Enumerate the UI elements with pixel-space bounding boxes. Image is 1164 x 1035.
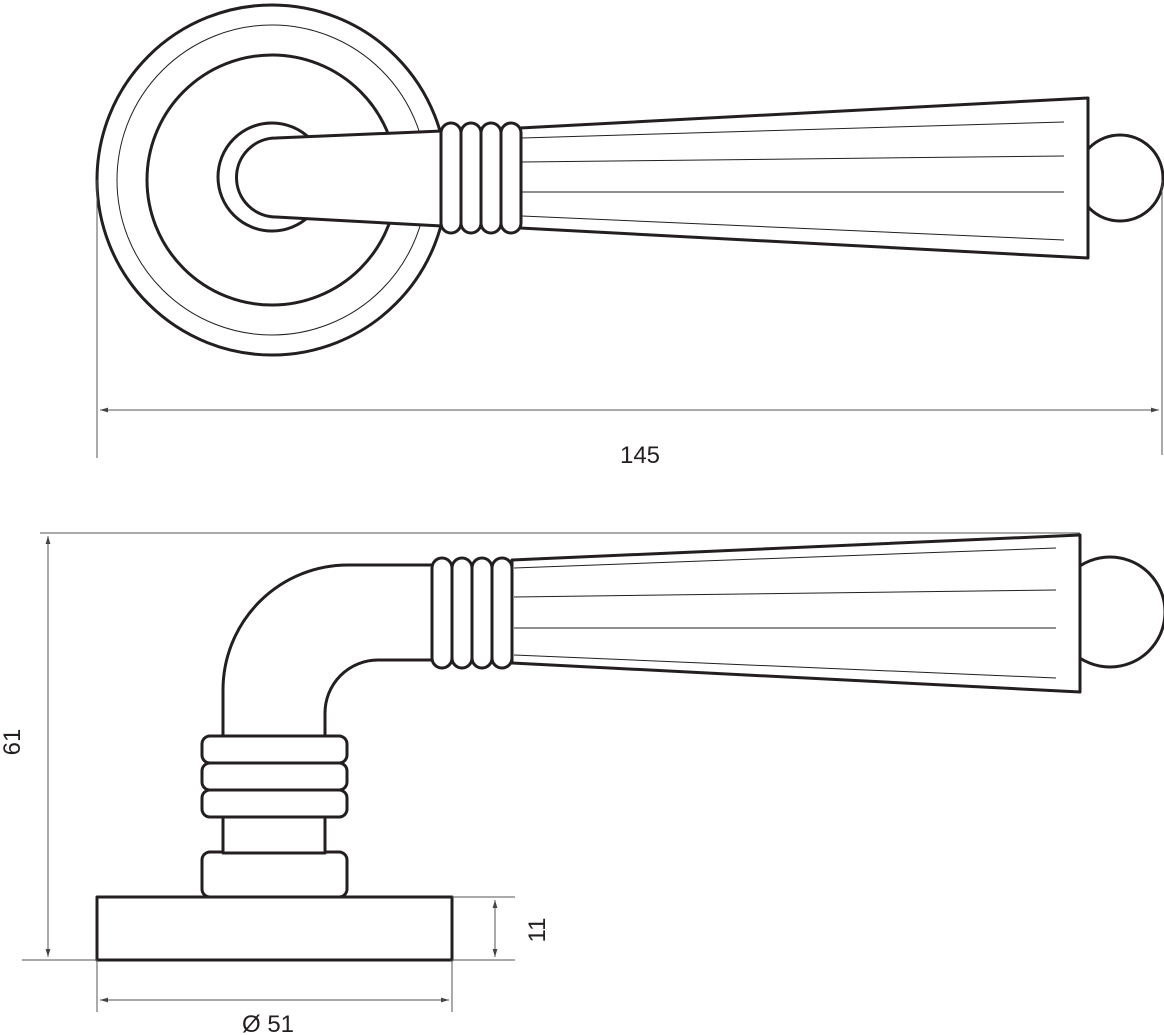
lever-neck <box>221 563 436 739</box>
top-view: 145 <box>95 3 1164 469</box>
grip-rings <box>439 121 523 235</box>
diameter-dimension: Ø 51 <box>96 960 453 1035</box>
base-collar <box>200 850 349 899</box>
lever-blade-side <box>510 533 1082 694</box>
blade-flutes-side <box>513 547 1057 679</box>
lever-blade <box>518 96 1090 260</box>
rose-plate <box>95 895 454 962</box>
thickness-label: 11 <box>524 918 551 943</box>
lever-knob <box>1075 133 1164 223</box>
height-dimension: 61 <box>0 532 1080 961</box>
length-label: 145 <box>620 442 660 469</box>
side-view: 61 11 Ø 51 <box>0 532 1164 1035</box>
thickness-dimension: 11 <box>452 896 551 961</box>
grip-rings-side <box>430 556 514 670</box>
height-label: 61 <box>0 729 26 756</box>
lever-shank <box>235 129 444 228</box>
diameter-label: Ø 51 <box>242 1011 294 1035</box>
blade-flutes <box>521 121 1065 241</box>
stem <box>221 813 327 855</box>
neck-rings <box>200 734 349 819</box>
length-dimension: 145 <box>96 180 1163 469</box>
